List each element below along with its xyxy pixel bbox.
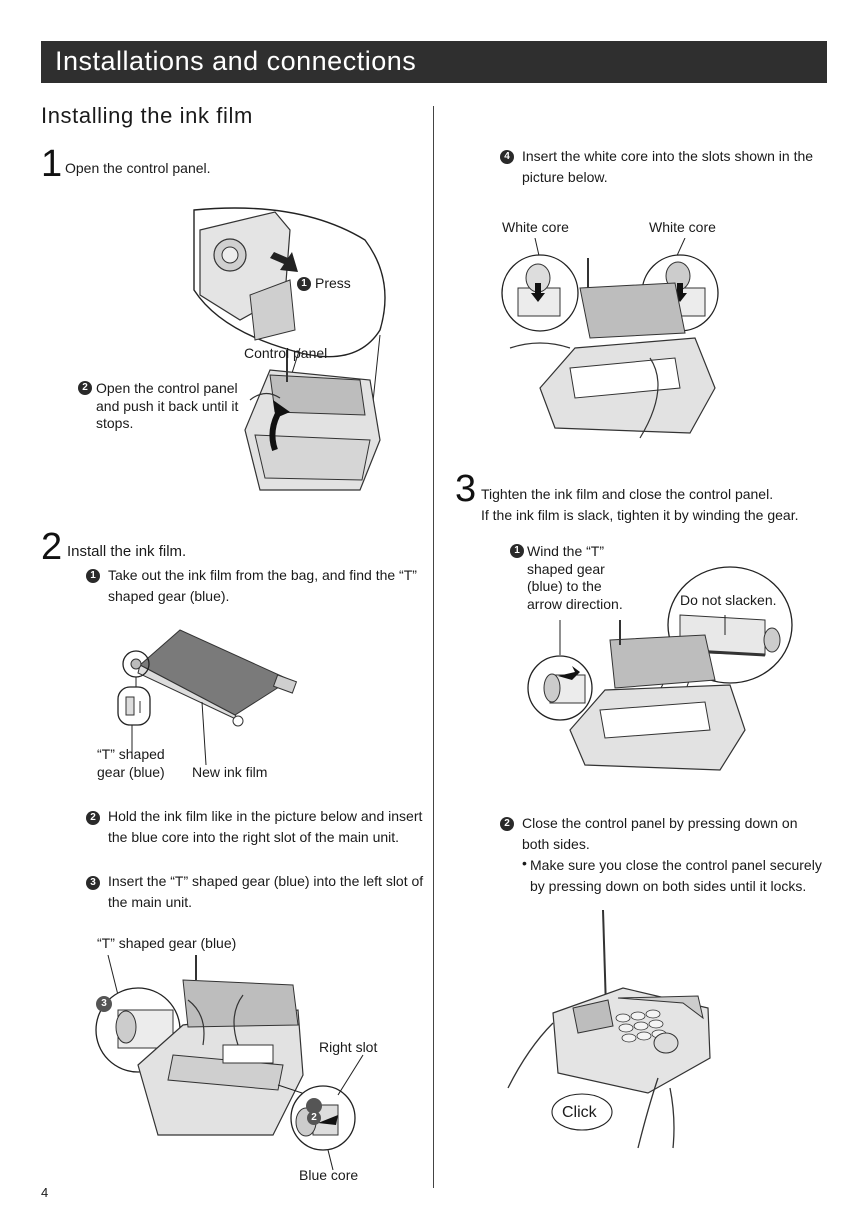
do-not-slacken-label: Do not slacken. <box>680 592 777 608</box>
t-gear-full-label: “T” shaped gear (blue) <box>97 935 237 951</box>
press-label: Press <box>315 275 351 291</box>
substep-3-text: Insert the “T” shaped gear (blue) into t… <box>108 873 424 910</box>
step-2-text: Install the ink film. <box>67 543 187 560</box>
header-title: Installations and connections <box>55 46 417 76</box>
substep-1-text: Take out the ink film from the bag, and … <box>108 567 417 604</box>
substep-3-badge: 3 <box>86 876 100 890</box>
substep-4-badge: 4 <box>500 150 514 164</box>
open-control-panel-illustration <box>193 207 386 491</box>
bullet-icon: • <box>522 855 527 871</box>
callout-3-badge: 3 <box>97 997 111 1011</box>
t-gear-label: “T” shaped gear (blue) <box>97 746 165 780</box>
open-badge: 2 <box>78 381 92 395</box>
control-panel-label: Control panel <box>244 345 328 361</box>
step-3-text-line2: If the ink film is slack, tighten it by … <box>481 507 799 523</box>
insert-core-illustration <box>95 955 364 1170</box>
step-1-text: Open the control panel. <box>65 160 211 176</box>
press-badge: 1 <box>297 277 311 291</box>
bullet-text: Make sure you close the control panel se… <box>530 857 822 894</box>
click-label: Click <box>562 1104 597 1121</box>
white-core-left-label: White core <box>502 219 569 235</box>
step-3-text-line1: Tighten the ink film and close the contr… <box>481 486 774 502</box>
step3-substep-2-badge: 2 <box>500 817 514 831</box>
column-divider <box>433 106 434 1188</box>
new-ink-film-label: New ink film <box>192 764 268 780</box>
wind-label: Wind the “T” shaped gear (blue) to the a… <box>527 543 623 612</box>
callout-2-badge: 2 <box>307 1111 321 1125</box>
blue-core-label: Blue core <box>299 1167 359 1183</box>
close-panel-illustration <box>507 909 711 1149</box>
step3-substep-2-text: Close the control panel by pressing down… <box>522 815 798 852</box>
open-instruction: Open the control panel and push it back … <box>96 380 239 431</box>
section-title: Installing the ink film <box>41 103 253 128</box>
substep-2-badge: 2 <box>86 811 100 825</box>
substep-4-text: Insert the white core into the slots sho… <box>522 148 814 185</box>
substep-1-badge: 1 <box>86 569 100 583</box>
substep-2-text: Hold the ink film like in the picture be… <box>108 808 423 845</box>
wind-badge: 1 <box>510 544 524 558</box>
page-number: 4 <box>41 1185 49 1200</box>
white-core-right-label: White core <box>649 219 716 235</box>
white-core-illustration <box>501 238 719 439</box>
step-2-number: 2 <box>41 526 63 568</box>
step-1-number: 1 <box>41 143 63 185</box>
ink-film-illustration <box>117 629 298 766</box>
tighten-film-illustration <box>527 566 793 771</box>
step-3-number: 3 <box>455 468 477 510</box>
right-slot-label: Right slot <box>319 1039 378 1055</box>
header-bar: Installations and connections <box>41 41 827 83</box>
